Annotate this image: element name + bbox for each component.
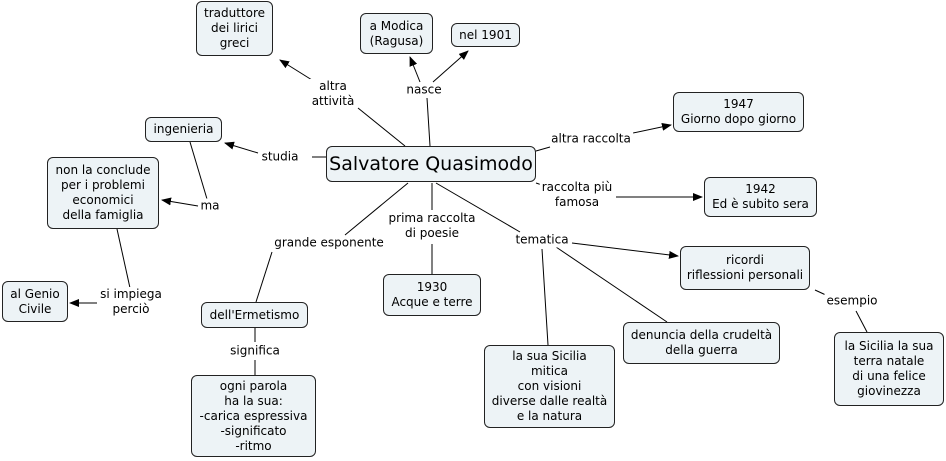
link-grande-esponente: grande esponente [272,235,386,251]
link-prima-raccolta: prima raccolta di poesie [386,211,478,241]
node-sicilia-natale[interactable]: la Sicilia la sua terra natale di una fe… [834,332,944,406]
node-ed-e-subito-sera[interactable]: 1942 Ed è subito sera [704,177,817,217]
node-modica[interactable]: a Modica (Ragusa) [360,13,433,54]
link-altra-raccolta: altra raccolta [549,131,633,147]
node-ricordi[interactable]: ricordi riflessioni personali [680,246,810,290]
link-si-impiega: si impiega perciò [98,287,164,317]
link-tematica: tematica [513,232,571,248]
link-esempio: esempio [824,293,880,309]
node-denuncia[interactable]: denuncia della crudeltà della guerra [623,322,780,364]
node-salvatore-quasimodo[interactable]: Salvatore Quasimodo [326,146,536,182]
node-ingenieria[interactable]: ingenieria [145,117,222,142]
node-non-la-conclude[interactable]: non la conclude per i problemi economici… [47,157,159,229]
node-acque-e-terre[interactable]: 1930 Acque e terre [383,274,481,316]
link-studia: studia [259,149,301,165]
node-traduttore[interactable]: traduttore dei lirici greci [196,1,273,56]
link-ma: ma [198,198,222,214]
node-sicilia-mitica[interactable]: la sua Sicilia mitica con visioni divers… [484,345,615,428]
node-ermetismo[interactable]: dell'Ermetismo [201,302,308,328]
node-genio-civile[interactable]: al Genio Civile [2,281,68,322]
link-nasce: nasce [404,82,444,98]
node-giorno-dopo-giorno[interactable]: 1947 Giorno dopo giorno [673,92,804,132]
node-1901[interactable]: nel 1901 [451,23,520,47]
link-altra-attivita: altra attività [309,79,357,109]
link-raccolta-famosa: raccolta più famosa [539,180,615,210]
link-significa: significa [228,343,282,359]
node-ogni-parola[interactable]: ogni parola ha la sua: -carica espressiv… [191,375,316,457]
